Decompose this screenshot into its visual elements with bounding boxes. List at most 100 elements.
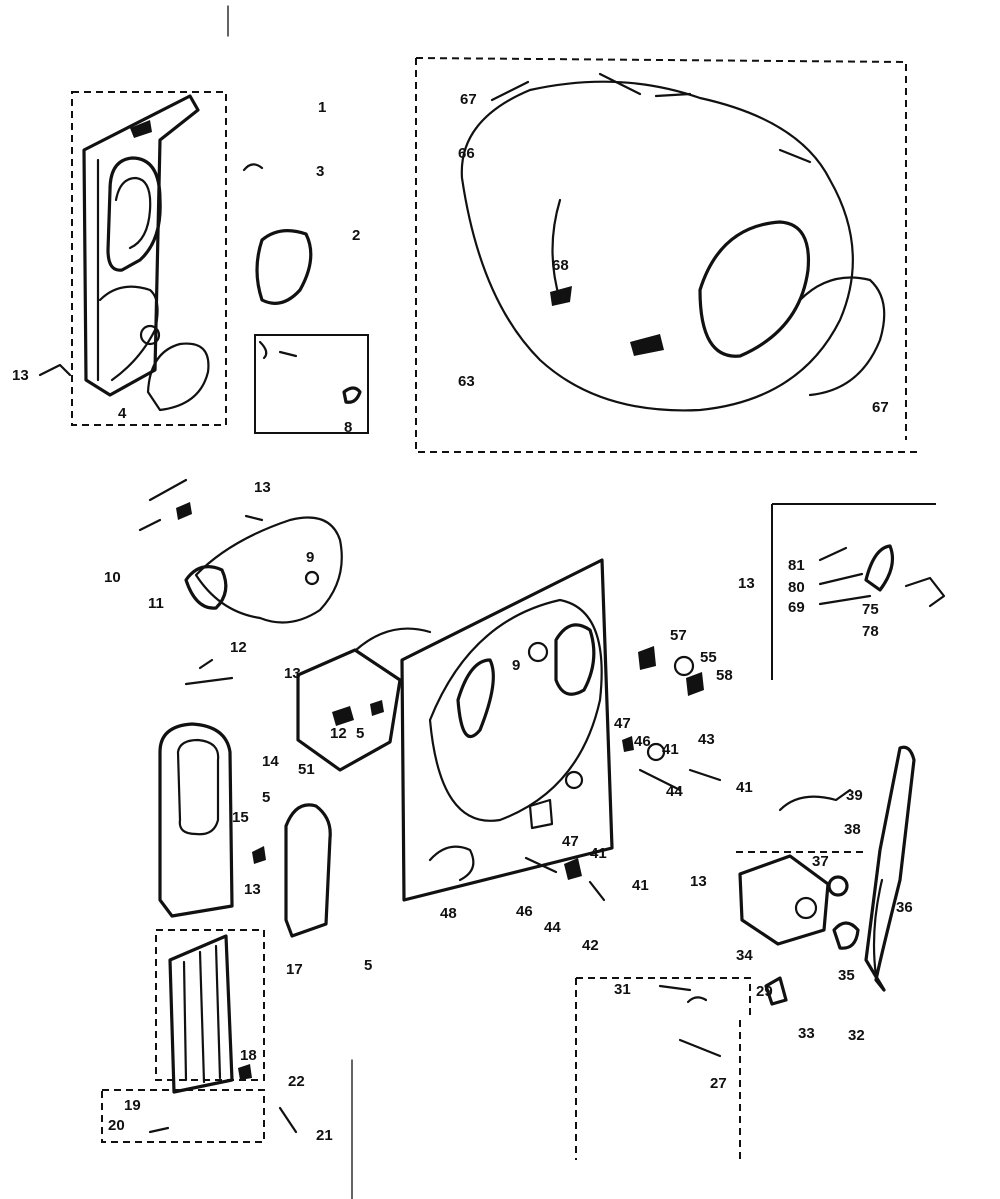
- motor-group: [575, 745, 916, 1160]
- label-13: 13: [12, 367, 29, 384]
- panel-top-clip: [130, 120, 152, 138]
- blower-hole: [304, 570, 320, 586]
- label-47-lower: 47: [562, 833, 579, 850]
- label-10: 10: [104, 569, 121, 586]
- door-seal-part-2: [255, 229, 313, 305]
- label-43: 43: [698, 731, 715, 748]
- parts-41-43-lines: [638, 768, 722, 792]
- panel-lower-curve: [98, 285, 159, 382]
- screw-13-marker: [38, 363, 72, 377]
- plate-part-5: [370, 700, 384, 716]
- label-13-blower: 13: [254, 479, 271, 496]
- front-panel-part: [82, 94, 200, 397]
- blower-group: [138, 478, 343, 624]
- motor-pulley-37: [827, 875, 849, 897]
- label-9-bulkhead: 9: [512, 657, 520, 674]
- label-63: 63: [458, 373, 475, 390]
- label-32: 32: [848, 1027, 865, 1044]
- label-39-motor: 39: [846, 787, 863, 804]
- bulkhead-panel-48: [400, 558, 614, 902]
- label-8: 8: [344, 419, 352, 436]
- duct-connector: [354, 627, 432, 652]
- label-66: 66: [458, 145, 475, 162]
- bulkhead-hole-9: [527, 641, 549, 663]
- part-15: [252, 846, 266, 864]
- latch-part-8: [342, 386, 362, 404]
- label-69: 69: [788, 599, 805, 616]
- label-58: 58: [716, 667, 733, 684]
- heater-element-box: [155, 929, 265, 1081]
- small-parts-1-3-2-8: [242, 163, 369, 434]
- part-27-line: [678, 1038, 722, 1058]
- part-labels: 1 3 2 13 4 8 67 66 68 63 67 13 10 11 9 1…: [12, 91, 913, 1144]
- parts-46b-42: [524, 856, 606, 902]
- drum-front-curve: [551, 198, 562, 302]
- label-20: 20: [108, 1117, 125, 1134]
- label-35: 35: [838, 967, 855, 984]
- heater-cover-51: [284, 803, 332, 938]
- heater-duct-group: [101, 627, 432, 1143]
- clip-part-3: [242, 163, 264, 172]
- bulkhead-bearing: [564, 770, 584, 790]
- label-34: 34: [736, 947, 753, 964]
- bulkhead-opening: [456, 658, 495, 739]
- label-41-right: 41: [736, 779, 753, 796]
- label-57: 57: [670, 627, 687, 644]
- parts-box: [254, 334, 369, 434]
- drum-rear-opening: [698, 220, 811, 358]
- label-5-heater: 5: [262, 789, 270, 806]
- clip-part-12: [184, 658, 234, 686]
- bearing-57: [638, 646, 656, 670]
- label-4: 4: [118, 405, 127, 422]
- drum-baffle-68: [550, 286, 572, 306]
- heater-box-14: [158, 722, 234, 918]
- label-47-upper: 47: [614, 715, 631, 732]
- switch-leader-lines: [818, 546, 872, 606]
- label-19: 19: [124, 1097, 141, 1114]
- label-36: 36: [896, 899, 913, 916]
- label-14: 14: [262, 753, 279, 770]
- blower-housing-9: [194, 516, 343, 624]
- thermostat-18: [238, 1064, 252, 1080]
- label-18: 18: [240, 1047, 257, 1064]
- label-68: 68: [552, 257, 569, 274]
- label-5-plate: 5: [356, 725, 364, 742]
- label-55: 55: [700, 649, 717, 666]
- bulkhead-drum-ring: [428, 598, 603, 822]
- label-75: 75: [862, 601, 879, 618]
- label-11: 11: [148, 595, 164, 612]
- label-42: 42: [582, 937, 599, 954]
- front-panel-group: [38, 91, 227, 426]
- belt-lower: [872, 878, 884, 978]
- label-33: 33: [798, 1025, 815, 1042]
- label-46-lower: 46: [516, 903, 533, 920]
- label-2: 2: [352, 227, 360, 244]
- blower-wheel-11: [184, 565, 228, 610]
- part-47b: [564, 858, 582, 880]
- switch-bracket-75: [904, 576, 946, 608]
- label-48: 48: [440, 905, 457, 922]
- motor-clip-39: [778, 788, 852, 812]
- label-27: 27: [710, 1075, 727, 1092]
- label-44-lower: 44: [544, 919, 561, 936]
- label-81: 81: [788, 557, 805, 574]
- idler-pulley-35: [832, 921, 860, 950]
- drive-belt-36: [864, 745, 916, 992]
- label-41-mid: 41: [632, 877, 649, 894]
- drum-group: [415, 57, 920, 453]
- label-3: 3: [316, 163, 324, 180]
- blower-clip-10: [138, 478, 188, 532]
- front-panel-dashed-box: [71, 91, 227, 426]
- switch-inset-frame: [771, 503, 936, 680]
- label-9: 9: [306, 549, 314, 566]
- label-67-top: 67: [460, 91, 477, 108]
- small-parts-19-22: [148, 1106, 298, 1134]
- label-44-upper: 44: [666, 783, 683, 800]
- label-80: 80: [788, 579, 805, 596]
- part-46a: [646, 742, 666, 762]
- drum-group-box: [415, 58, 920, 453]
- label-17: 17: [286, 961, 303, 978]
- label-31: 31: [614, 981, 631, 998]
- drum-lifter: [630, 334, 664, 356]
- label-13-plate: 13: [284, 665, 301, 682]
